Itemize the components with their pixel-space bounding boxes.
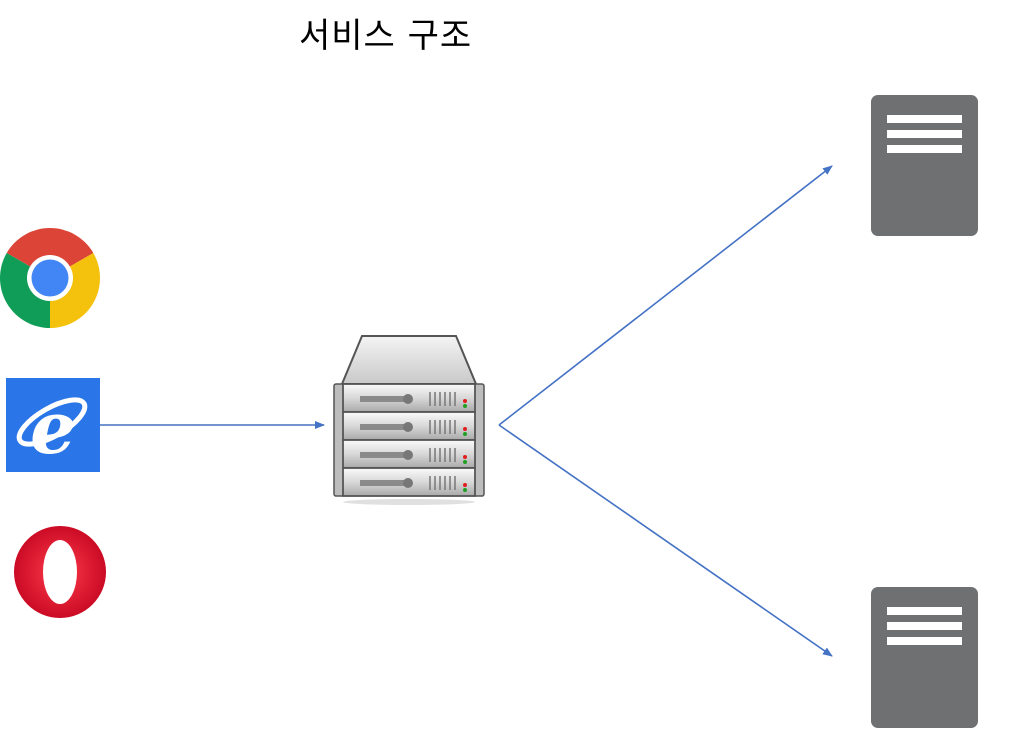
backend-server-icon [871,587,978,728]
arrow-server-to-backend-bottom [498,424,833,657]
arrow-server-to-backend-top [498,165,833,426]
chrome-browser-icon [0,228,100,328]
backend-server-icon [871,95,978,236]
opera-browser-icon [14,526,106,618]
server-rack-icon [333,335,485,505]
diagram-title: 서비스 구조 [299,16,473,56]
internet-explorer-icon: e [6,378,100,472]
